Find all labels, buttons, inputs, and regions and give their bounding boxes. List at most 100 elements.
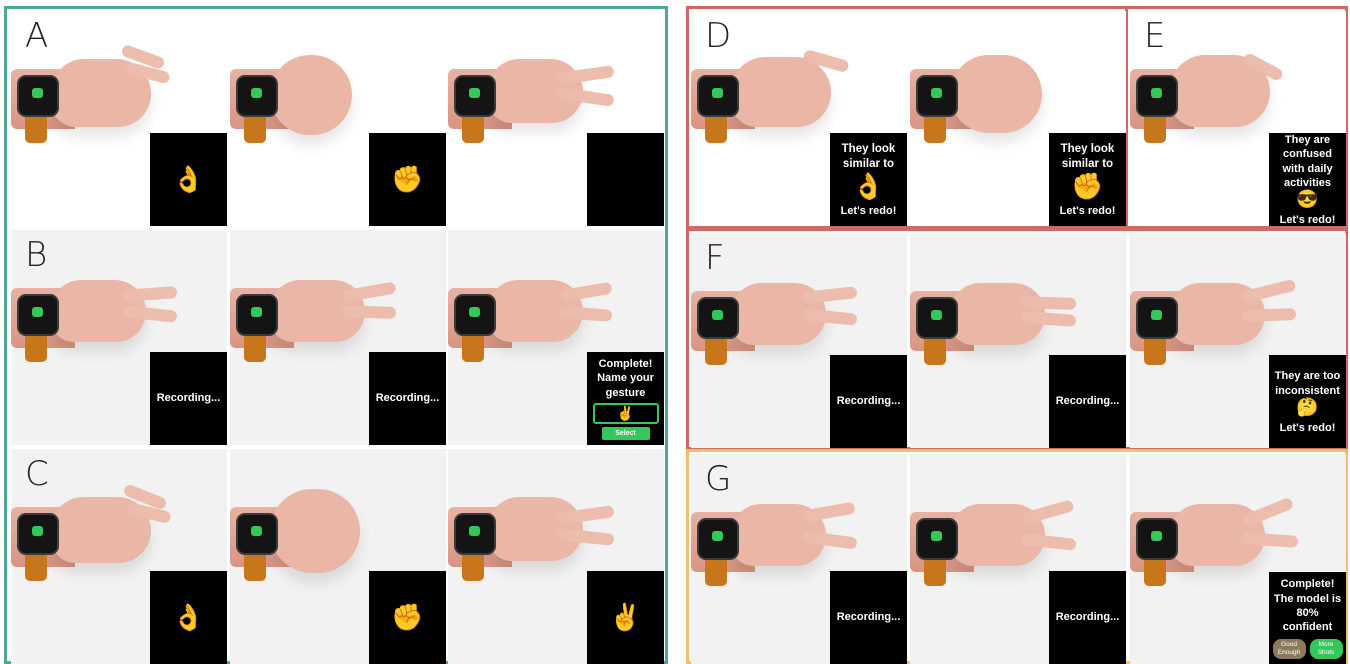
more-shots-button[interactable]: More Shots bbox=[1310, 639, 1343, 659]
complete-title: Complete! The model is 80% confident bbox=[1272, 577, 1343, 634]
recording-status: Recording... bbox=[1056, 610, 1120, 624]
cell-e1: E They are confused with daily activitie… bbox=[1130, 11, 1346, 226]
watch-icon bbox=[1136, 75, 1178, 117]
watch-icon bbox=[17, 294, 59, 336]
ok-hand-icon: 👌 bbox=[172, 165, 204, 194]
cell-a2: ✊ bbox=[230, 11, 446, 226]
hand bbox=[731, 57, 831, 127]
watch-icon bbox=[17, 75, 59, 117]
complete-title: Complete! Name your gesture bbox=[590, 357, 661, 400]
cell-a3 bbox=[448, 11, 664, 226]
similar-message: They look similar to bbox=[833, 142, 904, 172]
finger bbox=[1022, 296, 1076, 310]
finger bbox=[123, 286, 178, 302]
redo-prompt: Let's redo! bbox=[841, 205, 897, 217]
cell-d2: They look similar to ✊ Let's redo! bbox=[910, 11, 1126, 226]
cell-b3: Complete! Name your gesture ✌️ Select bbox=[448, 230, 664, 445]
finger bbox=[1241, 279, 1296, 304]
watch-icon bbox=[697, 518, 739, 560]
panel-letter: A bbox=[25, 19, 48, 53]
cell-c2: ✊ bbox=[230, 449, 446, 664]
watch-screen: ✊ bbox=[369, 133, 446, 226]
watch-screen: Recording... bbox=[1049, 571, 1126, 664]
watch-screen: 👌 bbox=[150, 571, 227, 664]
cell-c1: C 👌 bbox=[11, 449, 227, 664]
fist-icon: ✊ bbox=[391, 603, 423, 632]
select-button[interactable]: Select bbox=[602, 427, 650, 440]
watch-icon bbox=[916, 297, 958, 339]
finger bbox=[342, 305, 396, 319]
recording-status: Recording... bbox=[837, 394, 901, 408]
redo-prompt: Let's redo! bbox=[1060, 205, 1116, 217]
good-enough-button[interactable]: Good Enough bbox=[1273, 639, 1306, 659]
redo-prompt: Let's redo! bbox=[1280, 422, 1336, 434]
watch-icon bbox=[236, 294, 278, 336]
fist-icon: ✊ bbox=[391, 165, 423, 194]
watch-icon bbox=[1136, 518, 1178, 560]
panel-letter: F bbox=[705, 241, 725, 275]
ok-hand-icon: 👌 bbox=[172, 603, 204, 632]
watch-screen-complete: Complete! Name your gesture ✌️ Select bbox=[587, 352, 664, 445]
hand bbox=[270, 55, 352, 135]
ok-hand-icon: 👌 bbox=[852, 172, 884, 201]
watch-icon bbox=[1136, 297, 1178, 339]
watch-icon bbox=[454, 294, 496, 336]
cell-g3: Complete! The model is 80% confident Goo… bbox=[1130, 454, 1346, 664]
panel-letter: B bbox=[25, 238, 47, 272]
thinking-face-icon: 🤔 bbox=[1296, 398, 1318, 418]
recording-status: Recording... bbox=[376, 391, 440, 405]
confused-message: They are confused with daily activities bbox=[1272, 133, 1343, 190]
sunglasses-face-icon: 😎 bbox=[1296, 190, 1318, 210]
watch-icon bbox=[454, 513, 496, 555]
gesture-name-field[interactable]: ✌️ bbox=[593, 403, 659, 424]
watch-icon bbox=[454, 75, 496, 117]
finger bbox=[1242, 308, 1296, 322]
watch-icon bbox=[916, 518, 958, 560]
cell-f3: They are too inconsistent 🤔 Let's redo! bbox=[1130, 233, 1346, 448]
watch-screen: ✊ bbox=[369, 571, 446, 664]
panel-letter: G bbox=[705, 462, 731, 496]
watch-screen: ✌️ bbox=[587, 571, 664, 664]
recording-status: Recording... bbox=[837, 610, 901, 624]
cell-a1: A 👌 bbox=[11, 11, 227, 226]
watch-screen bbox=[587, 133, 664, 226]
watch-icon bbox=[236, 75, 278, 117]
cell-c3: ✌️ bbox=[448, 449, 664, 664]
cell-b2: Recording... bbox=[230, 230, 446, 445]
cell-g1: G Recording... bbox=[691, 454, 907, 664]
victory-hand-icon: ✌️ bbox=[609, 603, 641, 632]
finger bbox=[1021, 499, 1074, 525]
watch-screen: They look similar to ✊ Let's redo! bbox=[1049, 133, 1126, 226]
cell-d1: D They look similar to 👌 Let's redo! bbox=[691, 11, 907, 226]
hand bbox=[270, 489, 360, 573]
cell-f2: Recording... bbox=[910, 233, 1126, 448]
watch-icon bbox=[17, 513, 59, 555]
similar-message: They look similar to bbox=[1052, 142, 1123, 172]
panel-letter: D bbox=[705, 19, 731, 53]
fist-icon: ✊ bbox=[1071, 172, 1103, 201]
watch-icon bbox=[236, 513, 278, 555]
watch-screen: They are too inconsistent 🤔 Let's redo! bbox=[1269, 355, 1346, 448]
recording-status: Recording... bbox=[157, 391, 221, 405]
inconsistent-message: They are too inconsistent bbox=[1272, 369, 1343, 398]
watch-screen: Recording... bbox=[369, 352, 446, 445]
victory-hand-icon: ✌️ bbox=[617, 405, 634, 422]
finger bbox=[802, 502, 855, 523]
watch-icon bbox=[916, 75, 958, 117]
redo-prompt: Let's redo! bbox=[1280, 214, 1336, 226]
watch-screen: They look similar to 👌 Let's redo! bbox=[830, 133, 907, 226]
cell-b1: B Recording... bbox=[11, 230, 227, 445]
hand bbox=[950, 55, 1042, 133]
watch-icon bbox=[697, 297, 739, 339]
watch-screen: Recording... bbox=[150, 352, 227, 445]
recording-status: Recording... bbox=[1056, 394, 1120, 408]
watch-screen: Recording... bbox=[1049, 355, 1126, 448]
watch-screen-complete: Complete! The model is 80% confident Goo… bbox=[1269, 572, 1346, 664]
cell-g2: Recording... bbox=[910, 454, 1126, 664]
watch-screen: Recording... bbox=[830, 355, 907, 448]
action-buttons: Good Enough More Shots bbox=[1273, 639, 1343, 659]
panel-letter: C bbox=[25, 457, 49, 491]
watch-screen: Recording... bbox=[830, 571, 907, 664]
watch-icon bbox=[697, 75, 739, 117]
watch-screen: They are confused with daily activities … bbox=[1269, 133, 1346, 226]
